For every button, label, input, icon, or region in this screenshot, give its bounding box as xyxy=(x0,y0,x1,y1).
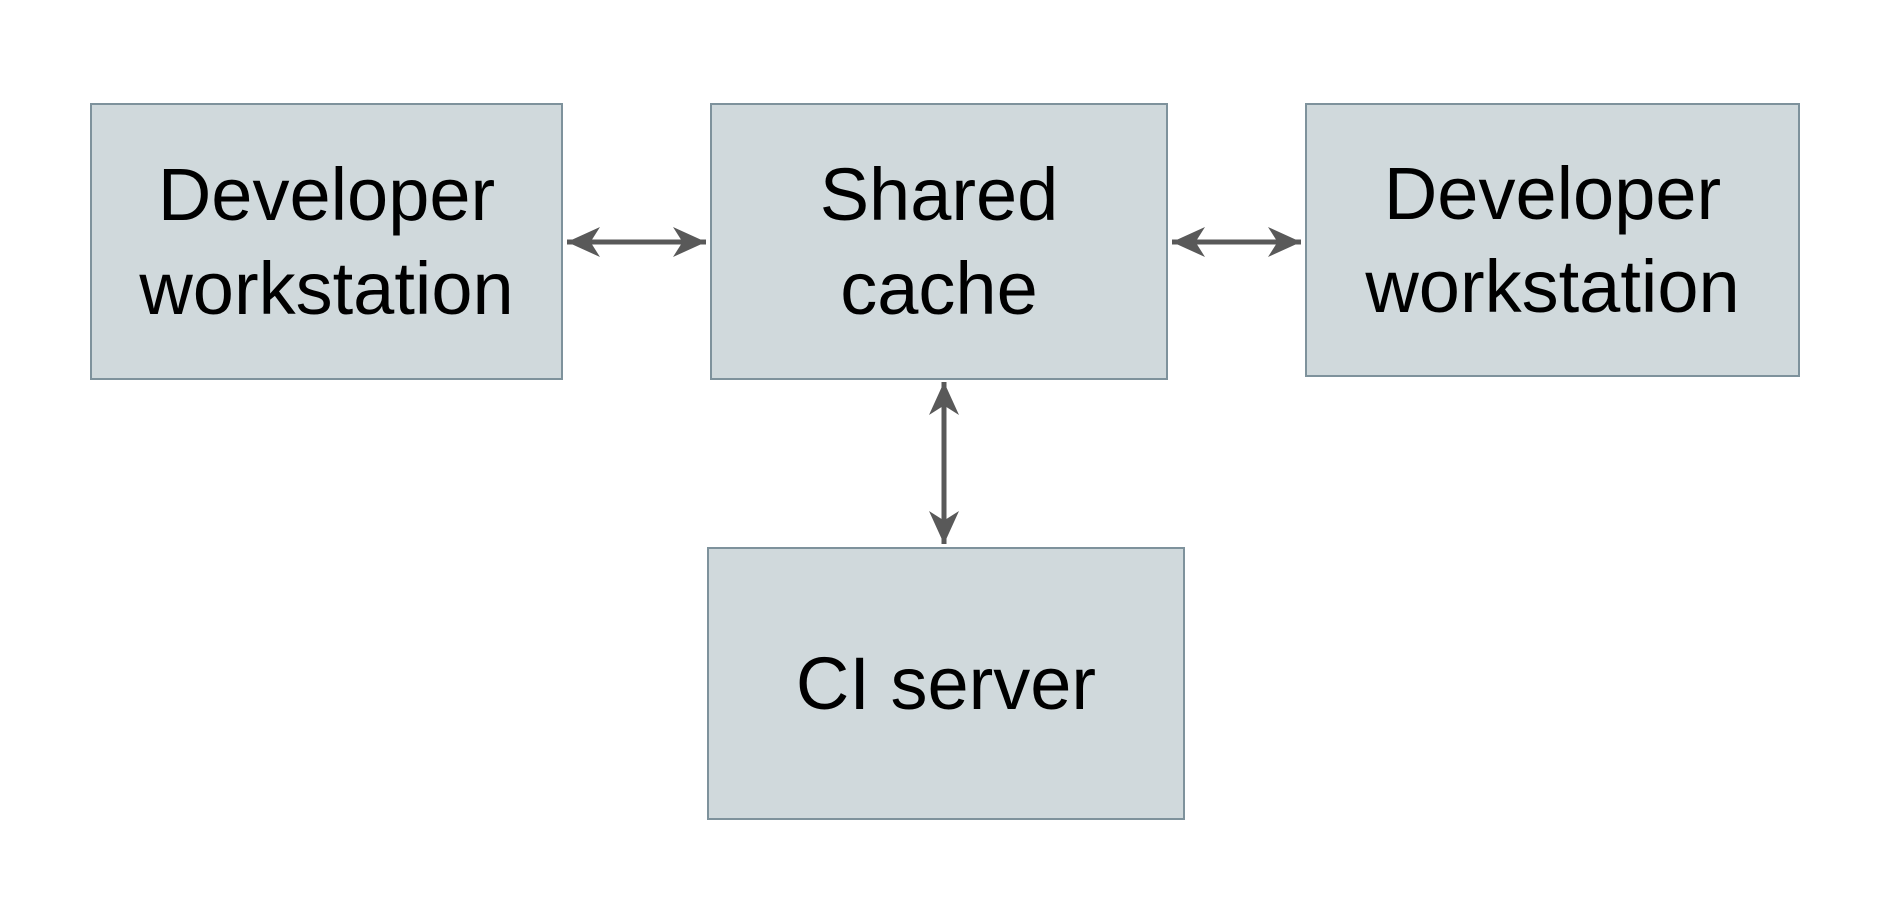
node-label-line: cache xyxy=(840,246,1038,330)
node-ci-server: CI server xyxy=(707,547,1185,820)
node-label-line: CI server xyxy=(795,641,1097,725)
node-shared-cache: Shared cache xyxy=(710,103,1168,380)
node-developer-workstation-right: Developer workstation xyxy=(1305,103,1800,377)
node-label-line: Shared xyxy=(819,153,1059,237)
node-developer-workstation-left: Developer workstation xyxy=(90,103,563,380)
node-label-line: workstation xyxy=(139,246,514,330)
node-label-line: Developer xyxy=(1383,151,1722,235)
node-label-line: workstation xyxy=(1365,245,1740,328)
node-label-line: Developer xyxy=(157,153,496,237)
